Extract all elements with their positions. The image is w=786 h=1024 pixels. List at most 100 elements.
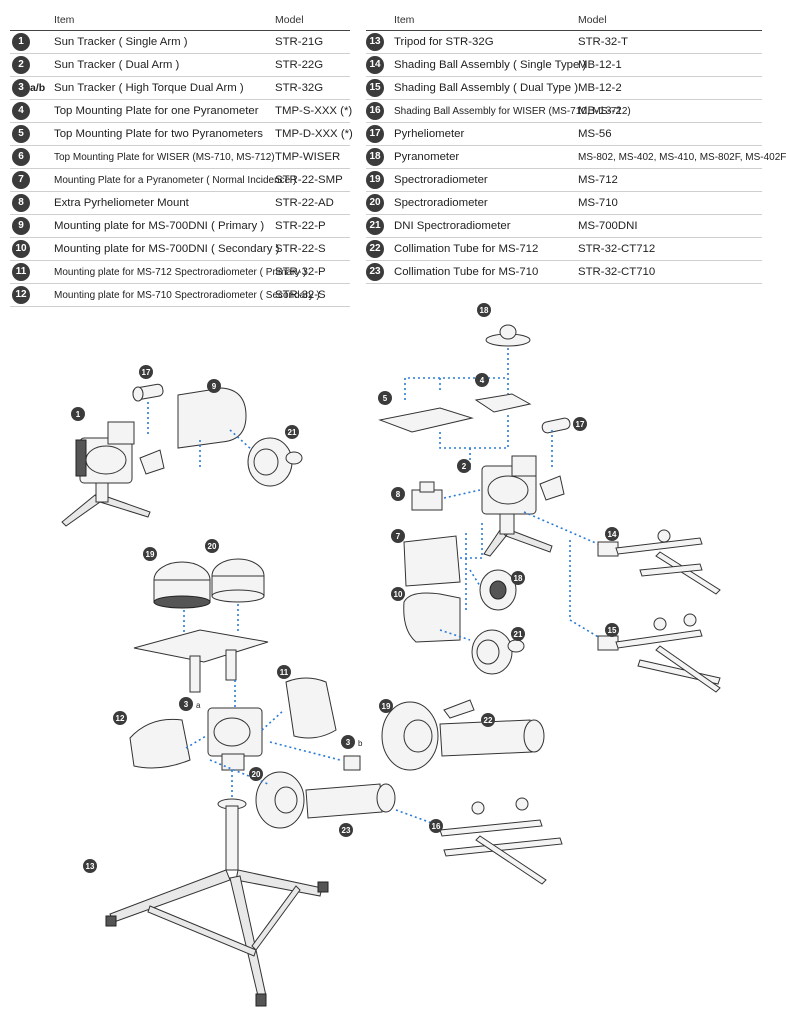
item-number: 8 [12,194,30,212]
item-number: 1 [12,33,30,51]
item-number: 21 [366,217,384,235]
item-model: STR-32-S [275,289,326,301]
item-name: Mounting Plate for a Pyranometer ( Norma… [54,175,297,186]
item-number: 16 [366,102,384,120]
item-name: Pyrheliometer [394,128,465,140]
header-model: Model [578,14,607,26]
item-model: STR-21G [275,36,324,48]
item-model: STR-32-CT710 [578,266,656,278]
sun-tracker-high-torque [207,707,263,771]
item-model: MS-802, MS-402, MS-410, MS-802F, MS-402F [578,152,786,163]
item-model: MS-56 [578,128,612,140]
callout-22: 22 [481,713,495,727]
item-model: STR-22-SMP [275,174,343,186]
item-model: STR-22-P [275,220,326,232]
item-number: 13 [366,33,384,51]
spectroradiometer-ms710-side [255,771,305,829]
top-mounting-plate-one [474,393,532,413]
item-number: 23 [366,263,384,281]
item-model: STR-22-S [275,243,326,255]
collimation-tube-710 [305,783,396,819]
svg-text:17: 17 [142,368,151,377]
svg-text:21: 21 [514,630,523,639]
table-row: 17 Pyrheliometer MS-56 [366,123,762,146]
svg-text:10: 10 [394,590,403,599]
table-row: 14 Shading Ball Assembly ( Single Type )M… [366,54,762,77]
callout-8: 8 [391,487,405,501]
callout-13: 13 [83,859,97,873]
item-number: 2 [12,56,30,74]
header-item: Item [394,14,415,26]
shading-ball-wiser [439,797,563,885]
exploded-assembly-diagram: 1 17 9 21 18 4 5 17 2 8 7 14 18 10 21 15… [61,303,721,1007]
top-mounting-plate-two [378,407,474,433]
svg-text:21: 21 [288,428,297,437]
item-name: Sun Tracker ( Single Arm ) [54,36,188,48]
mounting-plate-10 [403,592,461,643]
callout-12: 12 [113,711,127,725]
callout-14: 14 [605,527,619,541]
svg-text:14: 14 [608,530,617,539]
item-number: 6 [12,148,30,166]
item-name: Shading Ball Assembly ( Dual Type ) [394,82,579,94]
svg-text:4: 4 [480,376,485,385]
item-model: STR-32G [275,82,324,94]
item-number: 10 [12,240,30,258]
item-model: STR-32-T [578,36,628,48]
item-name: DNI Spectroradiometer [394,220,511,232]
svg-text:19: 19 [146,550,155,559]
item-number-suffix: a/b [30,82,46,94]
svg-text:9: 9 [212,382,217,391]
item-model: TMP-WISER [275,151,341,163]
svg-text:17: 17 [576,420,585,429]
callout-1: 1 [71,407,85,421]
item-name: Top Mounting Plate for one Pyranometer [54,105,259,117]
item-number: 20 [366,194,384,212]
item-model: TMP-S-XXX (*) [275,105,353,117]
svg-text:8: 8 [396,490,401,499]
dni-spectroradiometer-b [471,629,525,675]
callout-21b: 21 [511,627,525,641]
spectroradiometer-ms710-top [211,558,265,603]
item-name: Tripod for STR-32G [394,36,494,48]
pyranometer-mid [479,569,517,611]
svg-text:15: 15 [608,626,617,635]
svg-text:1: 1 [76,410,81,419]
callout-17a: 17 [139,365,153,379]
callout-11: 11 [277,665,291,679]
item-number: 14 [366,56,384,74]
item-name: Sun Tracker ( Dual Arm ) [54,59,180,71]
spectroradiometer-ms712-side [381,701,439,771]
tripod [105,798,329,1007]
item-name: Pyranometer [394,151,460,163]
item-number: 18 [366,148,384,166]
svg-text:b: b [358,739,363,748]
item-number: 17 [366,125,384,143]
svg-text:18: 18 [514,574,523,583]
item-number: 7 [12,171,30,189]
shading-ball-single [597,529,721,595]
svg-text:3: 3 [346,738,351,747]
mounting-plate-12 [129,718,191,769]
collimation-tube-712 [439,699,545,757]
item-model: MB-12-1 [578,59,622,71]
svg-text:22: 22 [484,716,493,725]
table-header: Item Model [366,10,762,31]
item-number: 5 [12,125,30,143]
item-model: MB-12-2 [578,82,622,94]
callout-18b: 18 [511,571,525,585]
table-header: Item Model [10,10,350,31]
svg-text:2: 2 [462,462,467,471]
adapter-3b [343,755,361,771]
item-name: Shading Ball Assembly ( Single Type ) [394,59,587,71]
item-name: Mounting plate for MS-710 Spectroradiome… [54,290,320,301]
